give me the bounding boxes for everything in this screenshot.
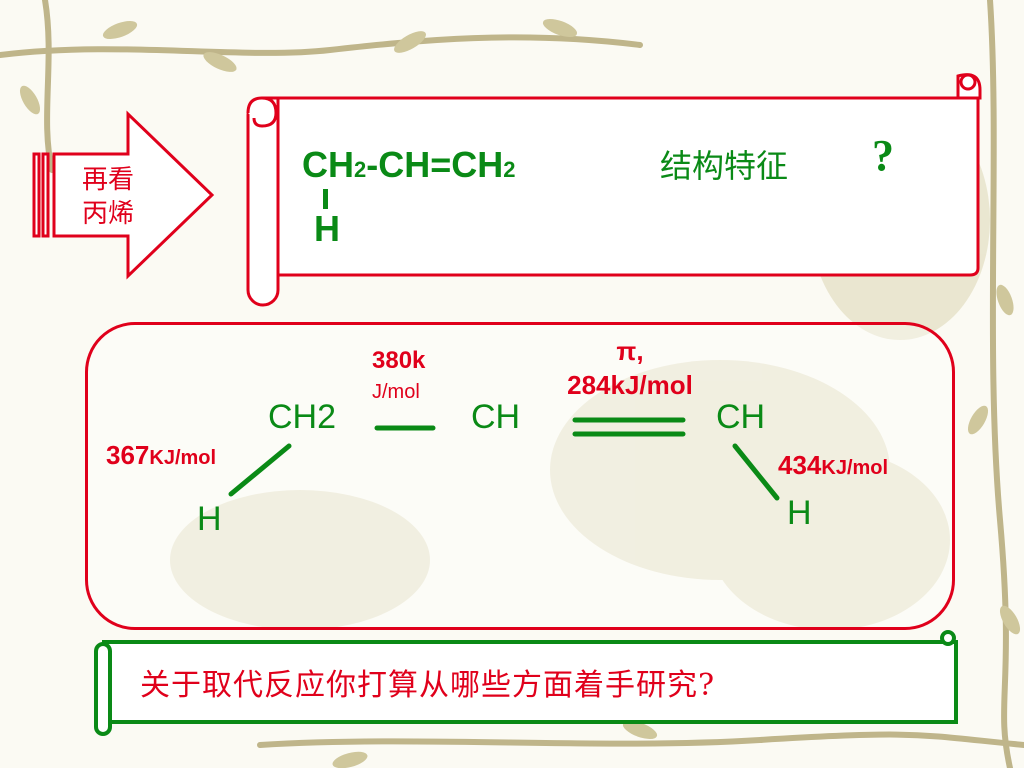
branch-bond: [323, 189, 328, 209]
energy-pi-bond: π, 284kJ/mol: [567, 336, 693, 400]
bond-lines: [228, 417, 780, 501]
badge-text-line1: 再看: [82, 165, 135, 195]
title-scroll: [246, 73, 982, 307]
atom-ch2: CH2: [268, 398, 337, 436]
branch-hydrogen: H: [314, 208, 340, 249]
question-banner: [94, 630, 958, 736]
atom-ch-middle: CH: [471, 398, 521, 436]
molecule-bond-energy-panel: [85, 322, 955, 630]
propene-formula: CH2-CH=CH2: [302, 144, 516, 185]
atom-h-right: H: [787, 494, 812, 532]
energy-ch-left: 367KJ/mol: [106, 440, 217, 470]
badge-text-line2: 丙烯: [82, 199, 135, 229]
atom-ch-right: CH: [716, 398, 766, 436]
structure-feature-title: 结构特征: [660, 147, 789, 185]
energy-cc-single: 380k J/mol: [372, 347, 426, 403]
title-question-mark: ?: [872, 131, 894, 180]
arrow-shape: [32, 110, 215, 280]
arrow-badge: 再看 丙烯: [30, 110, 220, 290]
energy-ch-right: 434KJ/mol: [778, 450, 889, 480]
atom-h-left: H: [197, 500, 222, 538]
question-text: 关于取代反应你打算从哪些方面着手研究?: [140, 668, 716, 703]
